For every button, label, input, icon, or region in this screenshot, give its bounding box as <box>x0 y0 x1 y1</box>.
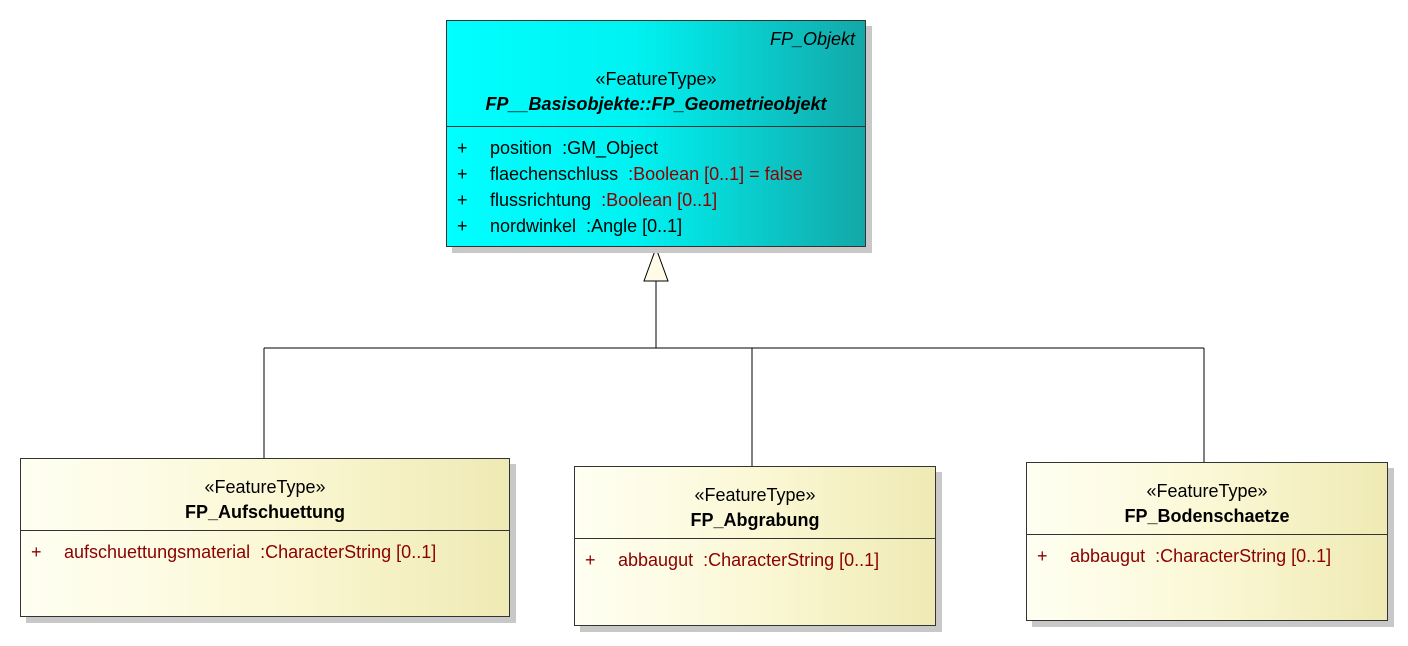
visibility-marker: + <box>457 190 468 210</box>
stereotype-label: «FeatureType» <box>204 477 326 497</box>
class-fp-geometrieobjekt[interactable]: FP_Objekt «FeatureType» FP__Basisobjekte… <box>446 20 866 247</box>
attribute-row[interactable]: + aufschuettungsmaterial :CharacterStrin… <box>21 539 509 565</box>
inheritance-arrowhead <box>643 246 669 282</box>
attribute-list: + position :GM_Object + flaechenschluss … <box>447 127 865 239</box>
attribute-name: nordwinkel <box>490 216 577 236</box>
stereotype-label: «FeatureType» <box>1146 481 1268 501</box>
attribute-name: flussrichtung <box>490 190 592 210</box>
visibility-marker: + <box>457 216 468 236</box>
visibility-marker: + <box>457 138 468 158</box>
package-label: FP_Objekt <box>769 29 855 49</box>
attribute-name: position <box>490 138 553 158</box>
visibility-marker: + <box>457 164 468 184</box>
attribute-row[interactable]: + flaechenschluss :Boolean [0..1] = fals… <box>447 161 865 187</box>
attribute-type: :Boolean [0..1] = false <box>628 164 803 184</box>
stereotype-label: «FeatureType» <box>694 485 816 505</box>
attribute-row[interactable]: + abbaugut :CharacterString [0..1] <box>1027 543 1387 569</box>
attribute-type: :CharacterString [0..1] <box>1155 546 1332 566</box>
attribute-row[interactable]: + nordwinkel :Angle [0..1] <box>447 213 865 239</box>
attribute-name: abbaugut <box>1070 546 1146 566</box>
attribute-name: abbaugut <box>618 550 694 570</box>
attribute-list: + abbaugut :CharacterString [0..1] <box>575 539 935 573</box>
visibility-marker: + <box>585 550 596 570</box>
class-name: FP_Abgrabung <box>690 510 820 530</box>
attribute-type: :GM_Object <box>562 138 659 158</box>
attribute-row[interactable]: + flussrichtung :Boolean [0..1] <box>447 187 865 213</box>
attribute-name: aufschuettungsmaterial <box>64 542 251 562</box>
class-header: «FeatureType» FP_Aufschuettung <box>21 459 509 531</box>
attribute-name: flaechenschluss <box>490 164 619 184</box>
class-header: «FeatureType» FP_Bodenschaetze <box>1027 463 1387 535</box>
visibility-marker: + <box>1037 546 1048 566</box>
attribute-row[interactable]: + abbaugut :CharacterString [0..1] <box>575 547 935 573</box>
class-header: «FeatureType» FP__Basisobjekte::FP_Geome… <box>447 21 865 127</box>
attribute-type: :CharacterString [0..1] <box>703 550 880 570</box>
class-name: FP__Basisobjekte::FP_Geometrieobjekt <box>485 94 827 114</box>
class-name: FP_Aufschuettung <box>185 502 345 522</box>
class-fp-aufschuettung[interactable]: «FeatureType» FP_Aufschuettung + aufschu… <box>20 458 510 617</box>
attribute-list: + abbaugut :CharacterString [0..1] <box>1027 535 1387 569</box>
stereotype-label: «FeatureType» <box>595 69 717 89</box>
class-fp-bodenschaetze[interactable]: «FeatureType» FP_Bodenschaetze + abbaugu… <box>1026 462 1388 621</box>
attribute-type: :Boolean [0..1] <box>601 190 718 210</box>
class-header: «FeatureType» FP_Abgrabung <box>575 467 935 539</box>
attribute-type: :Angle [0..1] <box>586 216 683 236</box>
attribute-list: + aufschuettungsmaterial :CharacterStrin… <box>21 531 509 565</box>
class-name: FP_Bodenschaetze <box>1124 506 1290 526</box>
attribute-row[interactable]: + position :GM_Object <box>447 135 865 161</box>
attribute-type: :CharacterString [0..1] <box>260 542 437 562</box>
visibility-marker: + <box>31 542 42 562</box>
class-fp-abgrabung[interactable]: «FeatureType» FP_Abgrabung + abbaugut :C… <box>574 466 936 626</box>
